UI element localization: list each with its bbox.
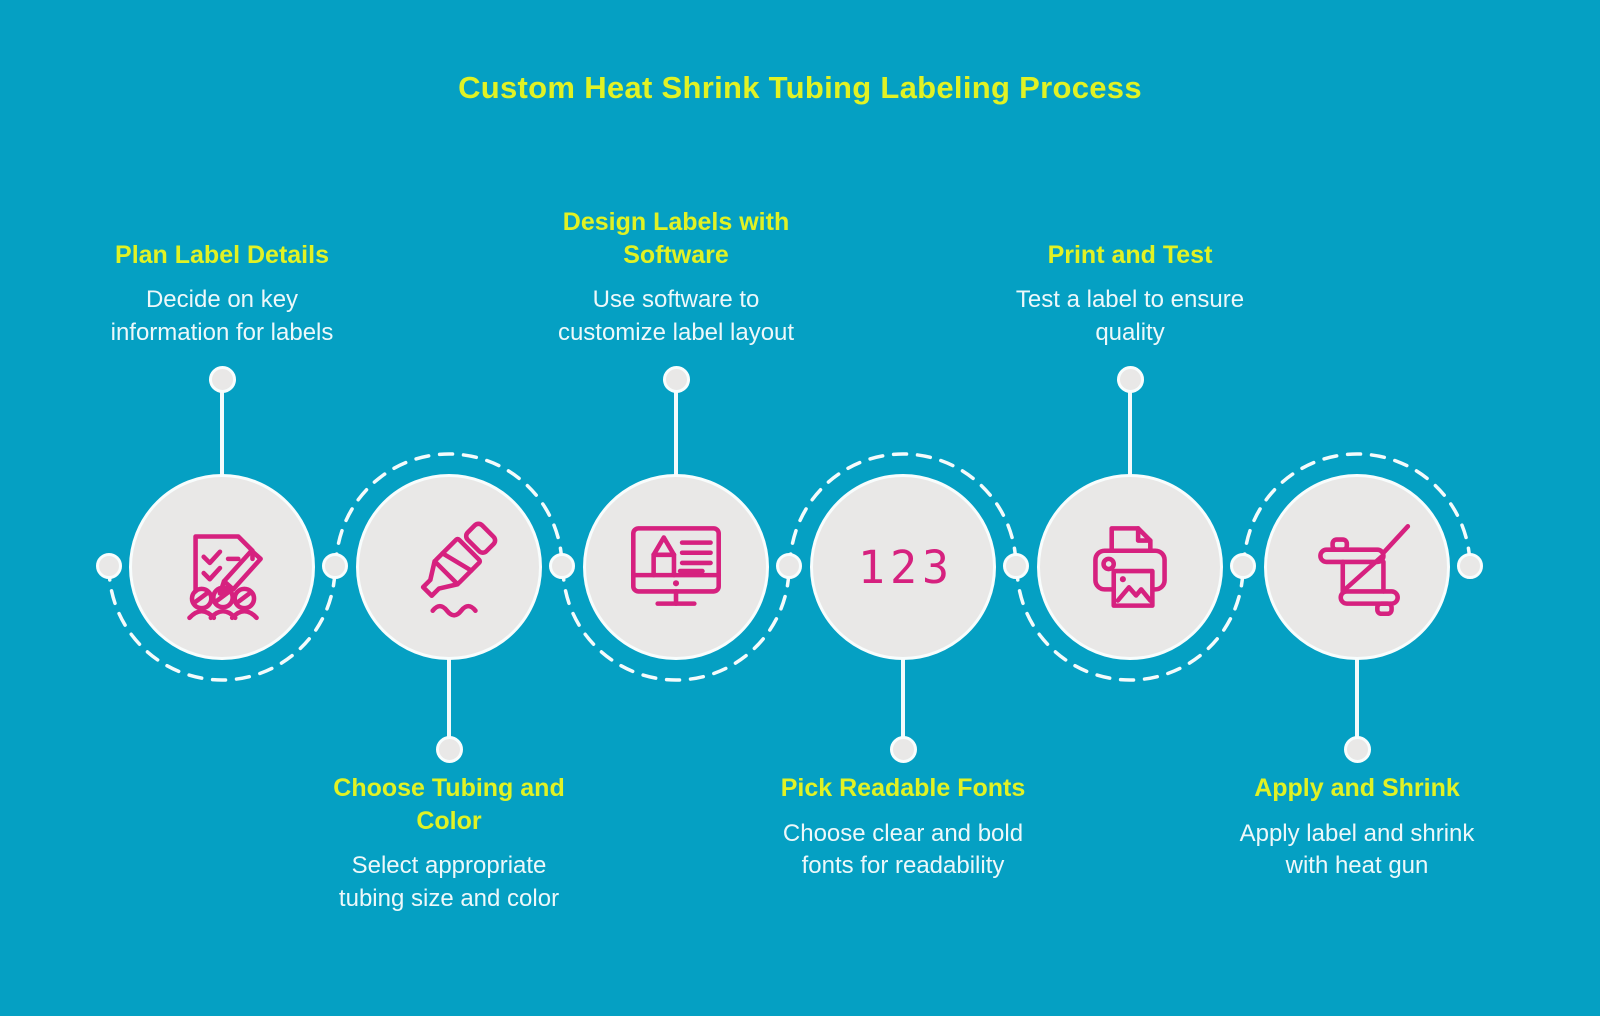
stem-dot — [889, 736, 917, 763]
dashed-arc-bottom — [1015, 565, 1245, 682]
step-circle: 123 — [810, 474, 996, 660]
step-label: Pick Readable Fonts Choose clear and bol… — [713, 772, 1093, 883]
connector-dot — [549, 553, 575, 579]
monitor-design-icon — [631, 526, 721, 606]
step-description: Test a label to ensure quality — [1015, 286, 1245, 347]
connector-dot — [96, 553, 122, 579]
connector-stem — [447, 655, 451, 739]
stem-dot — [662, 366, 690, 393]
step-title: Design Labels with Software — [562, 208, 790, 269]
step-circle — [583, 474, 769, 660]
step-description: Select appropriate tubing size and color — [338, 852, 560, 912]
connector-dot — [1457, 553, 1483, 579]
step-label: Plan Label Details Decide on key informa… — [32, 239, 412, 350]
dashed-arc-top — [1242, 452, 1472, 569]
page-title: Custom Heat Shrink Tubing Labeling Proce… — [458, 70, 1142, 105]
step-label: Print and Test Test a label to ensure qu… — [940, 239, 1320, 350]
step-label: Apply and Shrink Apply label and shrink … — [1167, 772, 1547, 883]
step-title: Pick Readable Fonts — [780, 774, 1026, 802]
dashed-arc-top — [788, 452, 1018, 569]
stem-dot — [435, 736, 463, 763]
step-circle — [1037, 474, 1223, 660]
step-circle — [356, 474, 542, 660]
connector-stem — [1128, 388, 1132, 477]
connector-stem — [674, 388, 678, 477]
connector-dot — [1003, 553, 1029, 579]
checklist-people-icon — [187, 534, 263, 621]
step-description: Apply label and shrink with heat gun — [1239, 819, 1475, 880]
connector-stem — [901, 655, 905, 739]
step-title: Apply and Shrink — [1254, 774, 1460, 802]
step-description: Use software to customize label layout — [557, 286, 795, 347]
step-title: Choose Tubing and Color — [333, 774, 565, 835]
stem-dot — [1116, 366, 1144, 393]
connector-stem — [220, 388, 224, 477]
connector-dot — [776, 553, 802, 579]
numbers-123-icon: 123 — [857, 540, 955, 594]
step-circle — [129, 474, 315, 660]
step-title: Plan Label Details — [115, 240, 329, 269]
step-description: Choose clear and bold fonts for readabil… — [782, 819, 1024, 880]
printer-icon — [1093, 526, 1167, 608]
dashed-arc-bottom — [107, 565, 337, 682]
crop-tool-icon — [1318, 524, 1411, 617]
step-label: Choose Tubing and Color Select appropria… — [259, 772, 639, 916]
step-circle — [1264, 474, 1450, 660]
stem-dot — [1343, 736, 1371, 763]
stem-dot — [208, 366, 236, 393]
connector-dot — [322, 553, 348, 579]
connector-stem — [1355, 655, 1359, 739]
step-title: Print and Test — [1047, 240, 1213, 269]
dashed-arc-bottom — [561, 565, 791, 682]
step-description: Decide on key information for labels — [110, 286, 334, 347]
connector-dot — [1230, 553, 1256, 579]
paint-tube-icon — [420, 521, 498, 618]
step-label: Design Labels with Software Use software… — [486, 206, 866, 350]
dashed-arc-top — [334, 452, 564, 569]
